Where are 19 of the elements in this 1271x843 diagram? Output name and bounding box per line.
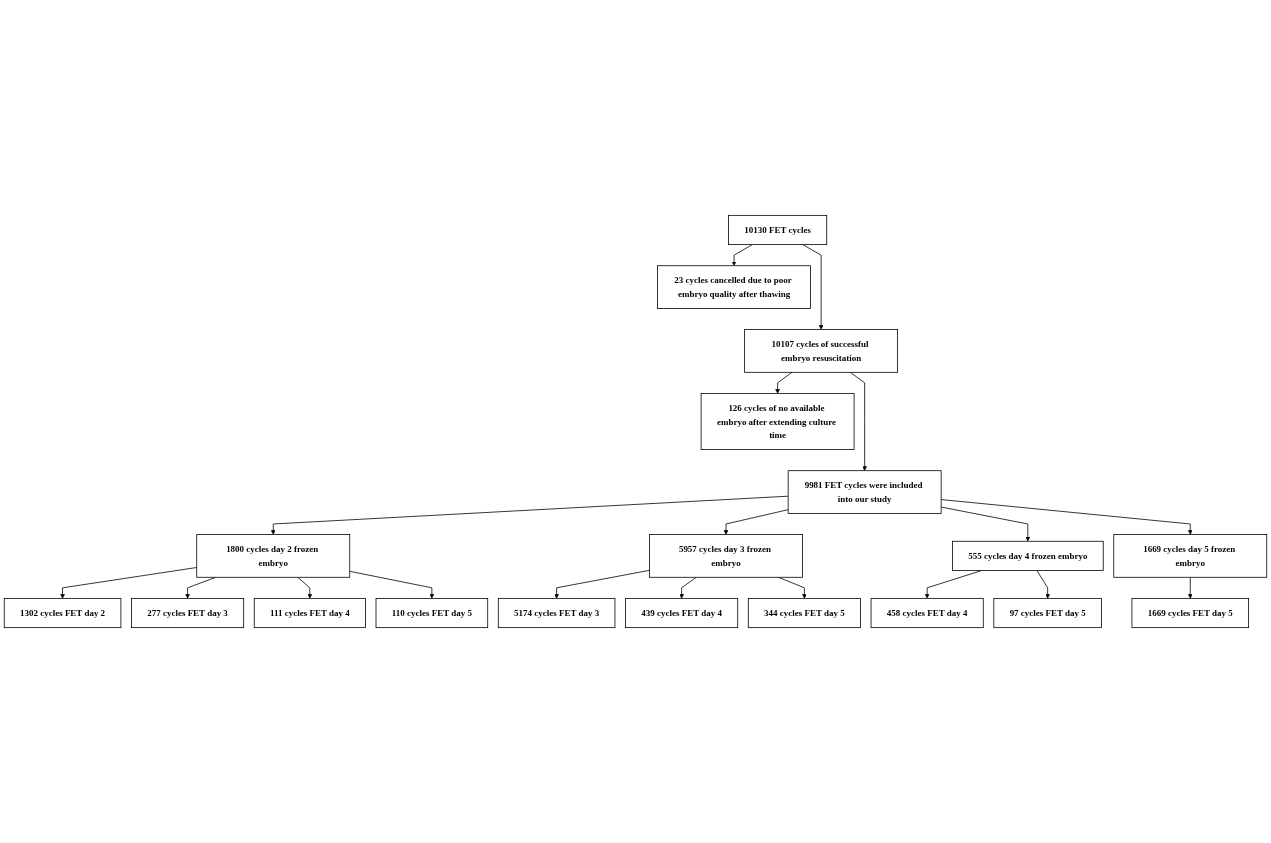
node-box: 10130 FET cycles	[728, 214, 828, 246]
node-box: 110 cycles FET day 5	[375, 597, 489, 629]
node-box: 344 cycles FET day 5	[747, 597, 861, 629]
node-box: 126 cycles of no available embryo after extending culture time	[700, 393, 855, 450]
node-box: 1669 cycles day 5 frozen embryo	[1113, 534, 1268, 578]
node-box: 5957 cycles day 3 frozen embryo	[649, 534, 803, 578]
node-box: 458 cycles FET day 4	[870, 597, 984, 629]
node-box: 10107 cycles of successful embryo resuscitation	[744, 329, 898, 373]
node-box: 555 cycles day 4 frozen embryo	[952, 540, 1104, 571]
node-box: 1800 cycles day 2 frozen embryo	[196, 534, 351, 578]
node-box: 277 cycles FET day 3	[131, 597, 245, 629]
node-box: 439 cycles FET day 4	[625, 597, 739, 629]
node-box: 9981 FET cycles were included into our study	[787, 470, 942, 514]
node-box: 111 cycles FET day 4	[253, 597, 366, 629]
node-box: 1302 cycles FET day 2	[3, 597, 122, 629]
node-box: 5174 cycles FET day 3	[497, 597, 616, 629]
node-box: 1669 cycles FET day 5	[1131, 597, 1250, 629]
node-box: 97 cycles FET day 5	[993, 597, 1102, 629]
node-box: 23 cycles cancelled due to poor embryo quality after thawing	[657, 265, 811, 309]
